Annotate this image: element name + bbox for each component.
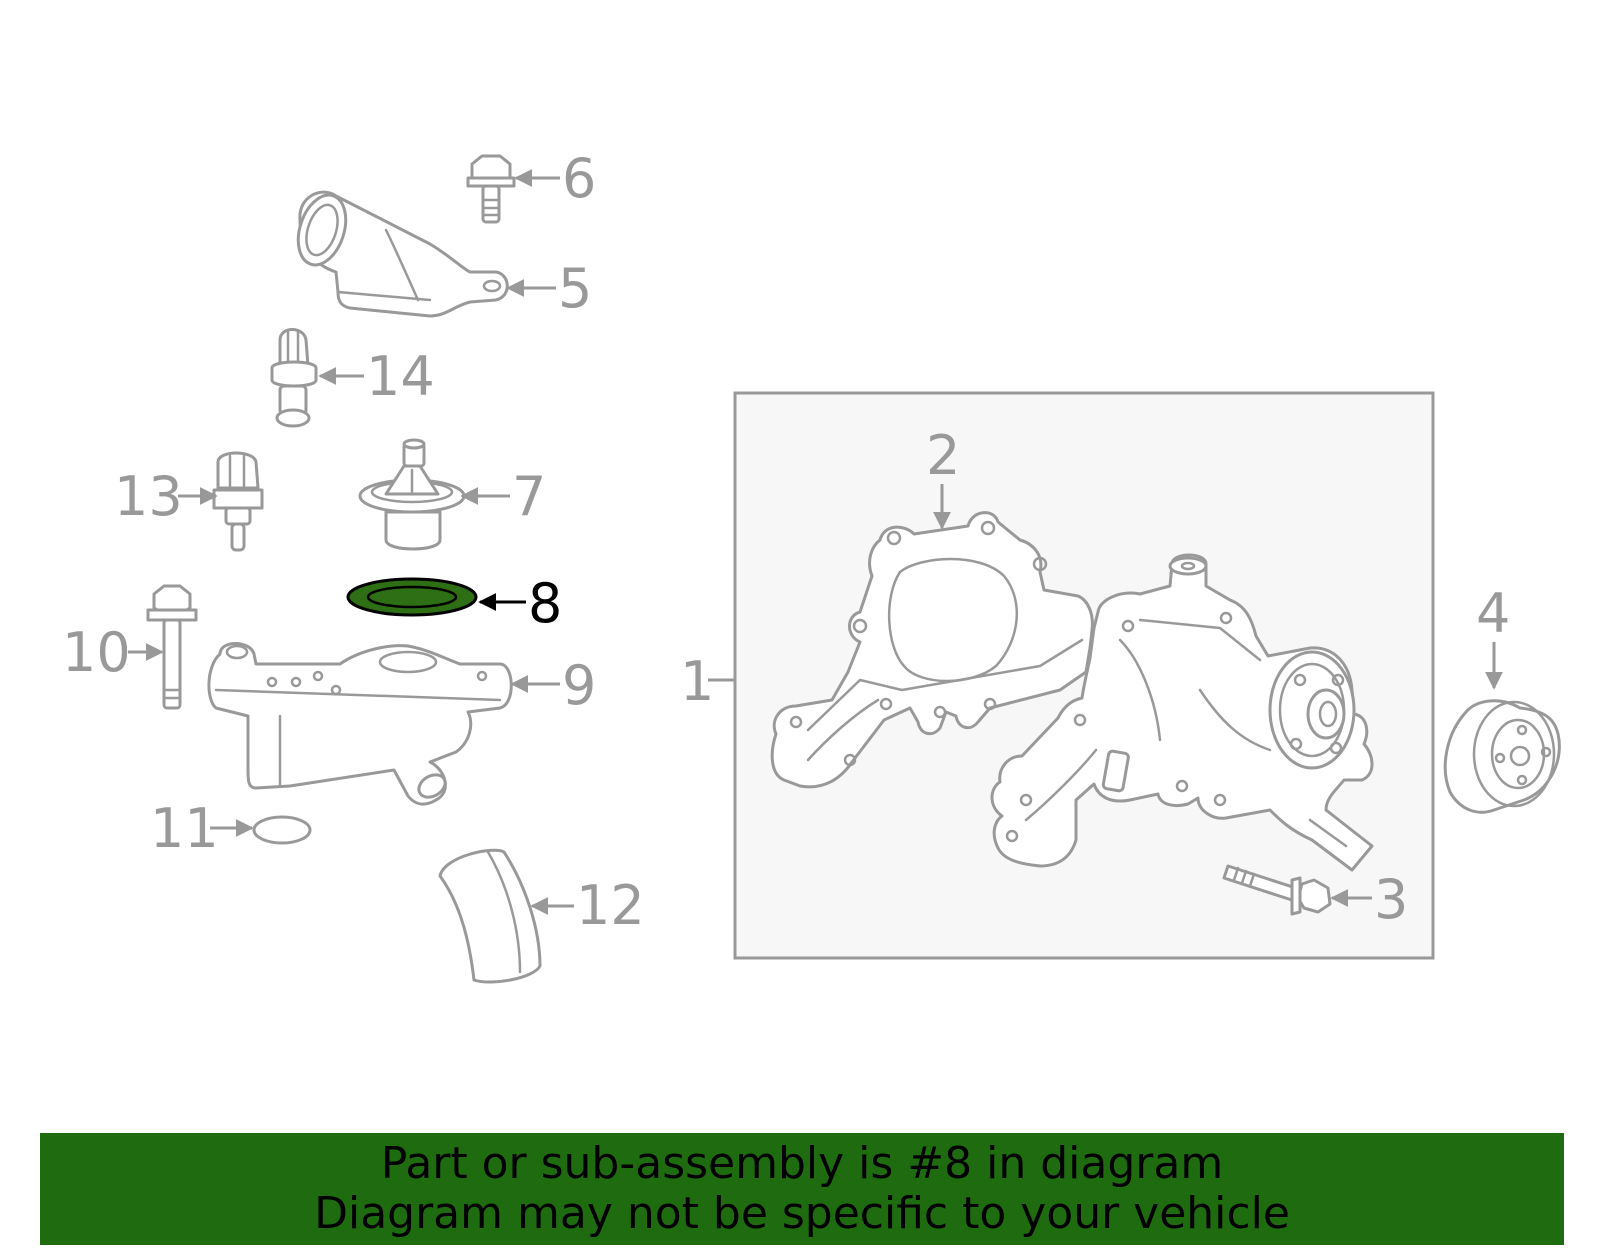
part-8-gasket-highlighted[interactable]: [346, 577, 478, 617]
callout-4: 4: [1476, 582, 1510, 645]
banner-line-2: Diagram may not be specific to your vehi…: [314, 1188, 1290, 1239]
callout-2: 2: [926, 424, 960, 487]
callout-7: 7: [512, 465, 546, 528]
part-4-pulley[interactable]: [1443, 699, 1561, 814]
callout-3: 3: [1374, 868, 1408, 931]
callout-12: 12: [576, 874, 645, 937]
callout-14: 14: [366, 345, 435, 408]
callout-11: 11: [150, 797, 219, 860]
banner-line-1: Part or sub-assembly is #8 in diagram: [380, 1138, 1224, 1189]
part-13-sensor[interactable]: [212, 451, 264, 552]
part-7-thermostat[interactable]: [358, 438, 466, 551]
part-1-water-pump[interactable]: [990, 553, 1374, 872]
callout-5: 5: [558, 257, 592, 320]
callout-6: 6: [562, 147, 596, 210]
callout-1: 1: [680, 650, 714, 713]
part-10-long-bolt[interactable]: [146, 584, 198, 710]
part-3-pump-bolt[interactable]: [1222, 864, 1332, 916]
info-banner: Part or sub-assembly is #8 in diagram Di…: [40, 1133, 1564, 1245]
part-2-pump-gasket[interactable]: [770, 511, 1094, 789]
callout-8-highlighted: 8: [528, 572, 562, 635]
callout-10: 10: [62, 621, 131, 684]
part-5-outlet-housing[interactable]: [290, 189, 509, 318]
part-12-hose[interactable]: [438, 848, 542, 984]
part-14-sensor[interactable]: [270, 328, 318, 428]
part-9-thermostat-housing[interactable]: [207, 642, 513, 806]
callout-13: 13: [114, 465, 183, 528]
part-6-bolt[interactable]: [466, 154, 516, 224]
callout-9: 9: [562, 654, 596, 717]
part-11-o-ring[interactable]: [252, 815, 312, 845]
